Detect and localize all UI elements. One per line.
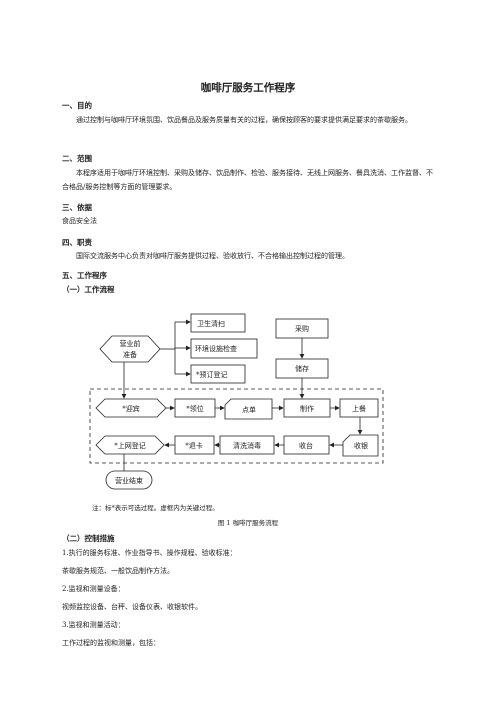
node-hygiene-label: 卫生清扫 bbox=[197, 319, 225, 328]
node-close-label: 营业结束 bbox=[115, 476, 143, 485]
section-3-heading: 三、依据 bbox=[62, 203, 92, 212]
section-4-heading: 四、职责 bbox=[62, 238, 92, 247]
node-cashier-card bbox=[342, 434, 379, 457]
node-clean-label: 清洗消毒 bbox=[233, 441, 261, 450]
doc-title: 咖啡厅服务工作程序 bbox=[200, 82, 296, 94]
key-process-frame bbox=[89, 388, 384, 464]
node-close-terminal bbox=[105, 470, 153, 490]
node-seat-label: *领位 bbox=[186, 404, 204, 413]
node-wifi-label: *上网登记 bbox=[114, 441, 146, 450]
item-2-body: 视频监控设备、台秤、设备仪表、收银软件。 bbox=[62, 603, 202, 611]
node-card-return-label: *退卡 bbox=[185, 441, 203, 450]
item-2: 2.监视和测量设备： bbox=[62, 585, 125, 593]
section-1-heading: 一、目的 bbox=[62, 101, 92, 110]
node-cashier-label: 收银 bbox=[354, 441, 368, 450]
section-2-body: 本程序适用于咖啡厅环境控制、采购及储存、饮品制作、检验、服务接待、无线上网服务、… bbox=[62, 169, 433, 191]
section-5-sub-2: （二）控制措施 bbox=[62, 534, 115, 543]
diagram-note: 注：标*表示可选过程。虚框内为关键过程。 bbox=[92, 504, 219, 512]
section-1-body: 通过控制与咖啡厅环境氛围、饮品餐品及服务质量有关的过程，确保按顾客的要求提供满足… bbox=[76, 116, 412, 124]
item-1: 1.执行的服务标准、作业指导书、操作规程、验收标准： bbox=[62, 549, 237, 557]
node-storage-label: 储存 bbox=[295, 364, 309, 373]
section-3-body: 食品安全法 bbox=[62, 217, 97, 225]
node-welcome-label: *迎宾 bbox=[122, 404, 140, 413]
item-3: 3.监视和测量活动： bbox=[62, 621, 125, 629]
node-booking-box bbox=[190, 364, 246, 384]
item-3-body: 工作过程的监视和测量，包括： bbox=[62, 639, 160, 647]
node-order-card bbox=[224, 398, 273, 420]
node-order-label: 点单 bbox=[242, 405, 256, 414]
item-1-body: 茶歇服务规范、一般饮品制作方法。 bbox=[62, 567, 174, 575]
section-5-sub-1: （一）工作流程 bbox=[62, 285, 115, 294]
node-hygiene-box bbox=[190, 313, 246, 333]
figure-caption: 图 1 咖啡厅服务流程 bbox=[217, 519, 279, 527]
node-prep-label-2: 准备 bbox=[123, 350, 137, 359]
node-serve-box bbox=[339, 398, 379, 418]
node-env-check-label: 环境设施检查 bbox=[195, 344, 237, 353]
node-serve-label: 上餐 bbox=[352, 404, 366, 413]
node-prep-label-1: 营业前 bbox=[120, 339, 141, 348]
section-5-heading: 五、工作程序 bbox=[62, 271, 107, 280]
section-4-body: 国际交流服务中心负责对咖啡厅服务提供过程、验收放行、不合格输出控制过程的管理。 bbox=[76, 252, 349, 260]
node-wifi-hexagon bbox=[95, 435, 165, 455]
section-2-heading: 二、范围 bbox=[62, 154, 92, 163]
node-env-check-box bbox=[190, 338, 258, 359]
node-purchase-label: 采购 bbox=[295, 324, 309, 333]
node-booking-label: *预订登记 bbox=[196, 370, 228, 379]
node-clear-label: 收台 bbox=[299, 441, 313, 450]
node-make-label: 制作 bbox=[300, 404, 314, 413]
